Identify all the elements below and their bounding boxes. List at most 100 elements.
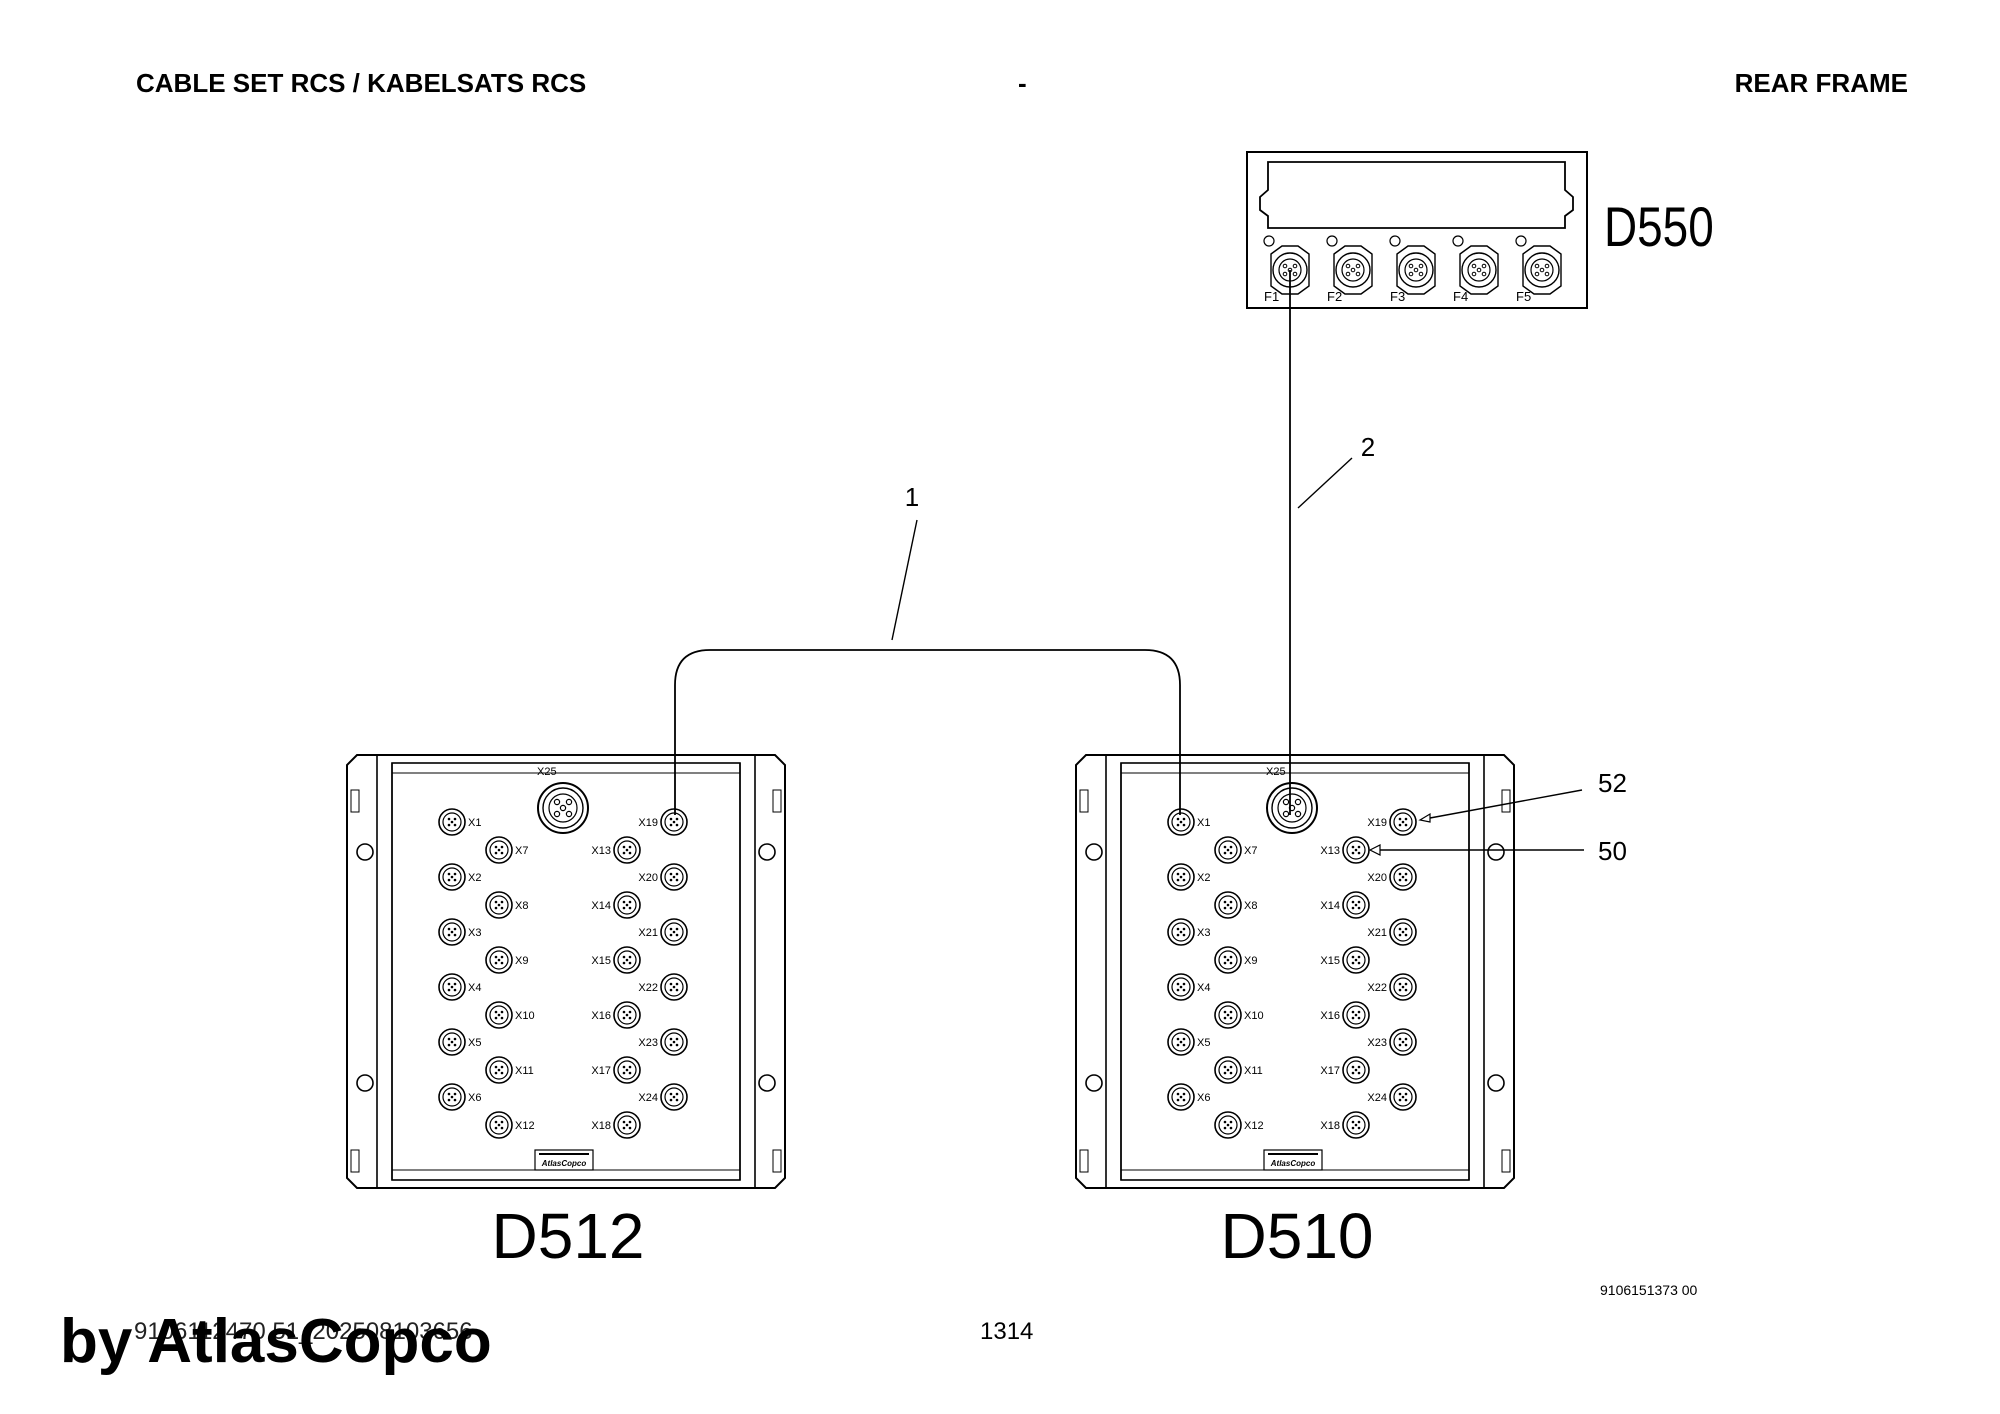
port-x3-connector (1167, 918, 1195, 946)
port-x2-connector (438, 863, 466, 891)
header-separator: - (1018, 68, 1027, 98)
port-x1-connector (438, 808, 466, 836)
port-x12-connector (485, 1111, 513, 1139)
port-label: X13 (1320, 845, 1340, 857)
port-label: X18 (591, 1120, 611, 1132)
port-x16-connector (1342, 1001, 1370, 1029)
port-x24-connector (660, 1083, 688, 1111)
port-label: X13 (591, 845, 611, 857)
mounting-hole (1487, 843, 1505, 861)
port-x2-connector (1167, 863, 1195, 891)
port-label: X5 (1197, 1037, 1210, 1049)
port-label: X6 (468, 1092, 481, 1104)
port-x14-connector (1342, 891, 1370, 919)
callout-1: 1 (905, 482, 919, 512)
callout-52-leader: 52 (1418, 768, 1627, 823)
port-x7-connector (485, 836, 513, 864)
port-x21-connector (660, 918, 688, 946)
d510-module: X25X1X2X3X4X5X6X7X8X9X10X11X12X13X14X15X… (1075, 754, 1515, 1189)
d550-port-f5: F5 (1515, 235, 1562, 304)
port-x18-connector (1342, 1111, 1370, 1139)
port-x13-connector (1342, 836, 1370, 864)
port-x19-connector (660, 808, 688, 836)
port-x4-connector (438, 973, 466, 1001)
atlascopco-logo: AtlasCopco (1270, 1159, 1316, 1168)
port-label: X3 (1197, 927, 1210, 939)
port-x17-connector (1342, 1056, 1370, 1084)
port-x16-connector (613, 1001, 641, 1029)
logo-plate (1263, 1149, 1323, 1171)
module-plate (391, 762, 741, 1181)
port-x25-connector (1266, 782, 1318, 834)
port-label: X8 (515, 900, 528, 912)
port-label: X22 (638, 982, 658, 994)
mounting-hole (356, 1074, 374, 1092)
d550-port-label: F5 (1516, 289, 1531, 304)
port-label: X19 (1367, 817, 1387, 829)
port-label: X7 (515, 845, 528, 857)
port-x10-connector (485, 1001, 513, 1029)
port-x18-connector (613, 1111, 641, 1139)
port-x3-connector (438, 918, 466, 946)
port-x24-connector (1389, 1083, 1417, 1111)
port-label: X25 (1266, 766, 1286, 778)
d550-port-f4: F4 (1452, 235, 1499, 304)
port-label: X5 (468, 1037, 481, 1049)
footer-brand: by AtlasCopco (60, 1307, 492, 1376)
port-label: X4 (468, 982, 481, 994)
port-label: X24 (1367, 1092, 1387, 1104)
port-x12-connector (1214, 1111, 1242, 1139)
d550-port-f3: F3 (1389, 235, 1436, 304)
port-x7-connector (1214, 836, 1242, 864)
port-label: X21 (1367, 927, 1387, 939)
port-label: X17 (1320, 1065, 1340, 1077)
port-label: X3 (468, 927, 481, 939)
port-label: X23 (1367, 1037, 1387, 1049)
port-x15-connector (1342, 946, 1370, 974)
port-x13-connector (613, 836, 641, 864)
cable-1: 1 (674, 482, 1181, 815)
mounting-hole (1487, 1074, 1505, 1092)
port-x9-connector (1214, 946, 1242, 974)
port-label: X2 (468, 872, 481, 884)
port-label: X1 (1197, 817, 1210, 829)
port-x22-connector (1389, 973, 1417, 1001)
port-label: X9 (1244, 955, 1257, 967)
port-x21-connector (1389, 918, 1417, 946)
d550-port-label: F3 (1390, 289, 1405, 304)
d512-label: D512 (492, 1200, 645, 1272)
port-x6-connector (438, 1083, 466, 1111)
port-label: X23 (638, 1037, 658, 1049)
d550-port-label: F4 (1453, 289, 1468, 304)
module-flange (1075, 754, 1515, 1189)
port-x5-connector (438, 1028, 466, 1056)
port-x11-connector (1214, 1056, 1242, 1084)
module-flange (346, 754, 786, 1189)
port-x20-connector (1389, 863, 1417, 891)
port-label: X15 (591, 955, 611, 967)
port-x8-connector (485, 891, 513, 919)
port-x25-connector (537, 782, 589, 834)
port-label: X9 (515, 955, 528, 967)
mounting-hole (1085, 843, 1103, 861)
port-x19-connector (1389, 808, 1417, 836)
port-label: X20 (1367, 872, 1387, 884)
port-label: X19 (638, 817, 658, 829)
header-section: REAR FRAME (1734, 68, 1908, 98)
port-label: X24 (638, 1092, 658, 1104)
part-code: 9106151373 00 (1600, 1282, 1698, 1298)
port-label: X7 (1244, 845, 1257, 857)
port-label: X18 (1320, 1120, 1340, 1132)
mounting-hole (758, 1074, 776, 1092)
port-x8-connector (1214, 891, 1242, 919)
port-label: X8 (1244, 900, 1257, 912)
d512-module: X25X1X2X3X4X5X6X7X8X9X10X11X12X13X14X15X… (346, 754, 786, 1189)
port-x5-connector (1167, 1028, 1195, 1056)
port-label: X6 (1197, 1092, 1210, 1104)
port-x23-connector (660, 1028, 688, 1056)
port-label: X15 (1320, 955, 1340, 967)
atlascopco-logo: AtlasCopco (541, 1159, 587, 1168)
mounting-hole (1085, 1074, 1103, 1092)
